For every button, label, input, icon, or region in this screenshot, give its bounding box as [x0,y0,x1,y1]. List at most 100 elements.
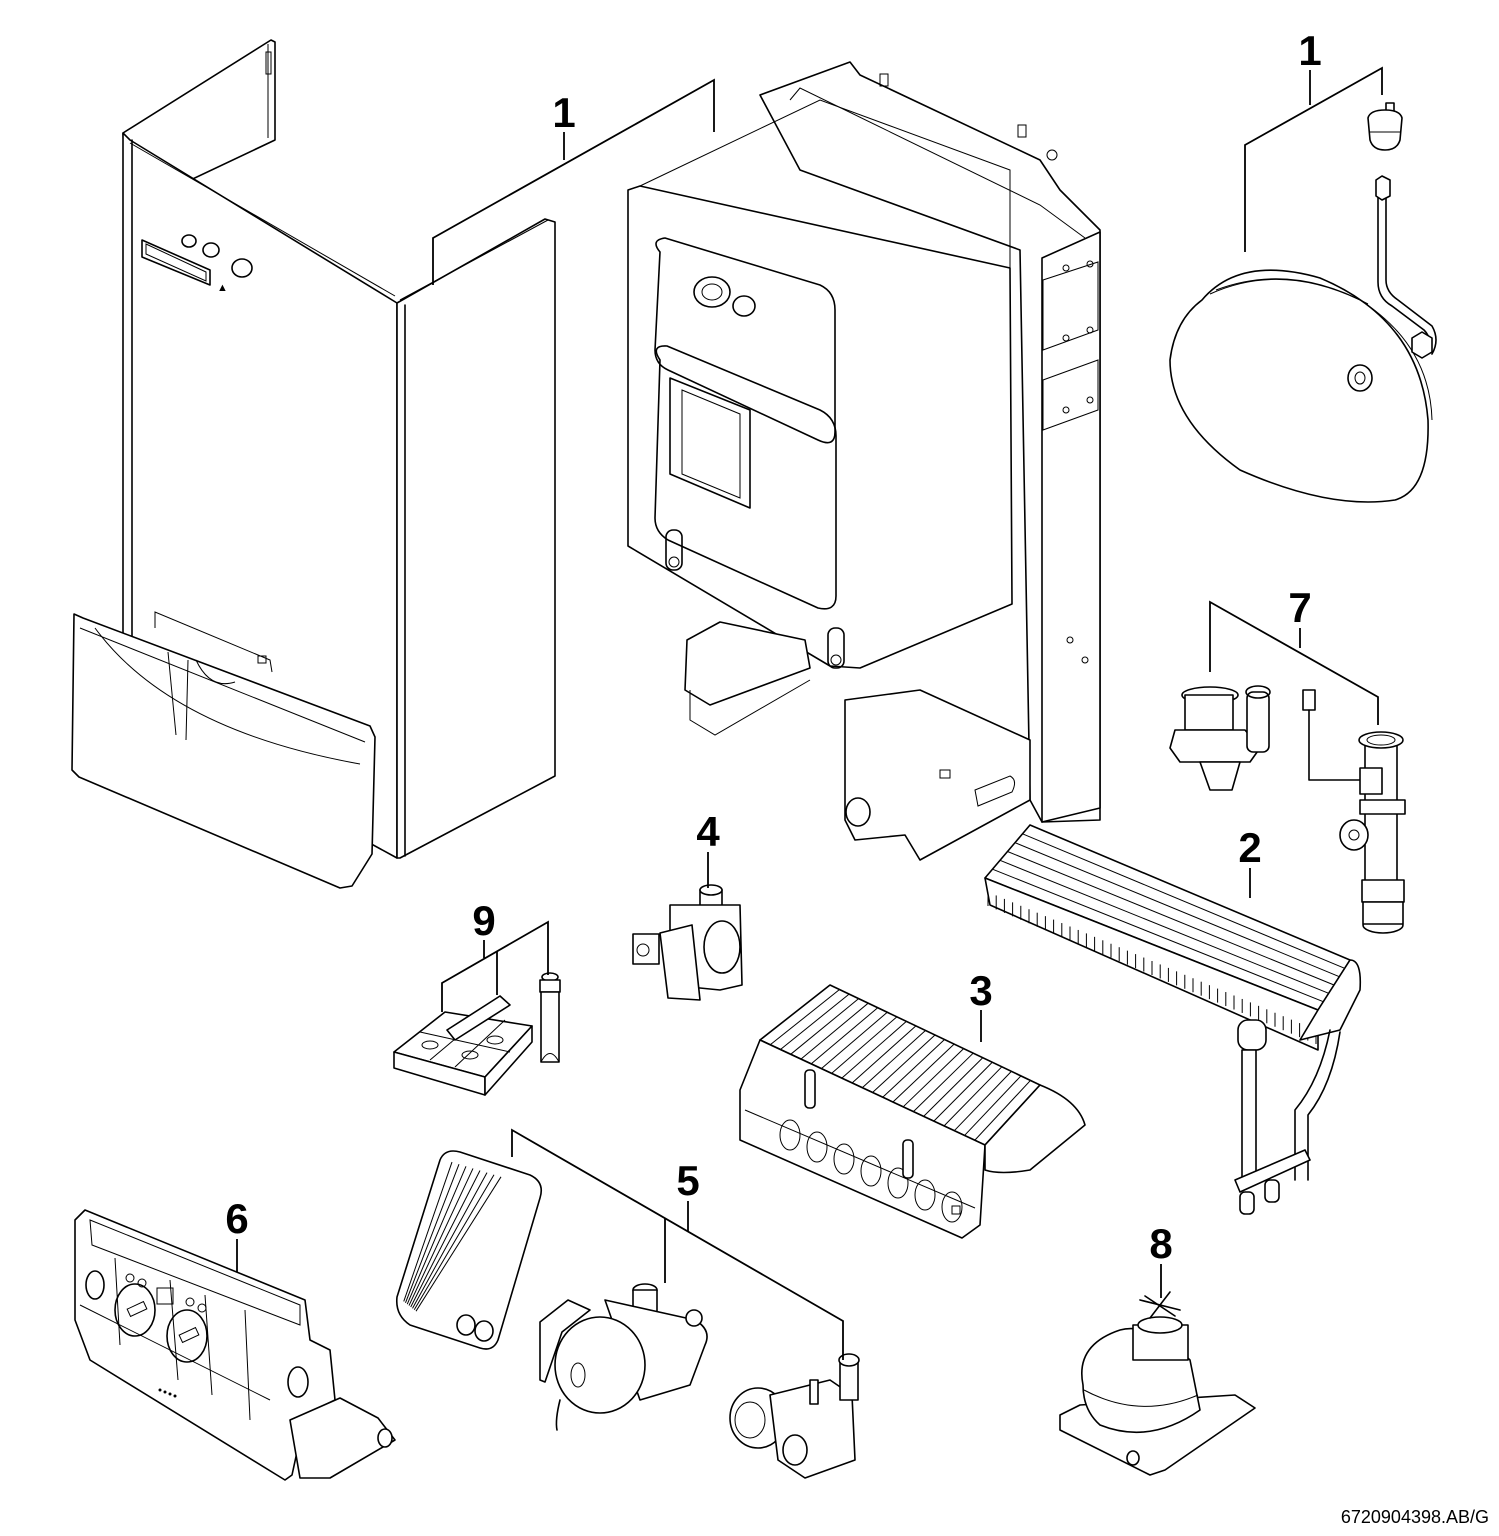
indicator-light [231,258,253,278]
burner-nozzle [887,1167,909,1199]
diverter-valve-assembly [1169,685,1406,934]
burner-nozzle [860,1155,882,1187]
plate-hx-plate [408,1168,474,1306]
expansion-vessel-assembly [1169,102,1437,503]
heat-exchanger-fin-row [1014,842,1340,978]
heat-exchanger-pipe [1294,1029,1331,1181]
hydraulic-block [729,1353,860,1479]
main-switch [85,1270,105,1300]
burner-ramp [964,1075,1022,1136]
heat-exchanger-fin-row [1007,851,1335,986]
heat-exchanger-fin-row [1022,833,1345,969]
plate-hx-plate [410,1170,481,1308]
boiler-chassis [627,61,1101,861]
fan [1059,1291,1256,1476]
callout-7: 7 [1288,584,1311,631]
callout-2: 2 [1238,824,1261,871]
diverter-valve [1169,729,1261,763]
sensor-connector [1302,689,1316,711]
leader-line-9 [441,920,549,1012]
chassis-upright [1041,231,1101,823]
burner-ramp [923,1057,984,1117]
mounting-bracket [844,689,1031,861]
callout-3: 3 [969,967,992,1014]
heat-exchanger-fin-row [999,859,1329,994]
callout-5: 5 [676,1157,699,1204]
heat-exchanger-fin-row [992,868,1324,1003]
callout-labels: 1 1 2 3 4 5 6 7 8 9 [225,27,1321,1267]
burner-ramp [841,1020,907,1079]
plate-heat-exchanger [395,1150,543,1350]
plate-hx-plate [413,1174,495,1311]
burner-ramp [790,998,859,1055]
indicator-light [181,234,197,248]
burner-ramp [913,1052,974,1112]
callout-8: 8 [1149,1220,1172,1267]
plate-hx-plate [406,1166,467,1305]
burner-ramp [953,1071,1012,1132]
burner-nozzle [914,1179,936,1211]
expansion-vessel [1169,269,1429,503]
control-display [156,1287,174,1305]
burner-ramp [933,1061,993,1122]
display-window [141,239,211,286]
casing-assembly: ▲ [71,39,556,889]
temperature-knob [114,1283,156,1337]
seal-kit [393,972,561,1096]
combustion-chamber [627,185,1013,669]
leader-line-7 [1209,600,1379,725]
plate-hx-plate [412,1172,488,1309]
primary-heat-exchanger [984,824,1362,1215]
burner-front [739,1039,986,1239]
leader-line-5 [511,1128,844,1360]
gas-valve [632,884,743,1001]
burner-nozzle [833,1143,855,1175]
callout-9: 9 [472,897,495,944]
casing-side-panel [396,218,556,859]
circulation-pump [539,1283,708,1431]
grease-tube [539,972,561,1063]
casing-front-flap [71,613,376,889]
burner-ramp [769,989,840,1046]
burner-nozzle [806,1131,828,1163]
burner-ramp [821,1011,888,1070]
burner-ramp [800,1002,869,1060]
pump-motor [554,1316,646,1414]
indicator-light [202,242,220,258]
hot-water-knob [166,1309,208,1363]
callout-1-casing: 1 [552,89,575,136]
burner-ramp [872,1034,936,1093]
burner-ramp [861,1030,926,1089]
air-vent [1367,102,1403,151]
burner-ramp [892,1043,955,1103]
flow-sensor [1364,739,1398,891]
plate-hx-plate [415,1176,502,1312]
heat-exchanger-pipe [1241,1049,1257,1181]
callout-4: 4 [696,808,720,855]
plate-hx-plate [405,1164,460,1303]
callout-6: 6 [225,1195,248,1242]
leader-line-1a [432,78,715,285]
figure-code: 6720904398.AB/G [1340,1507,1489,1527]
burner-ramp [882,1039,945,1098]
chimney-sweep-icon: ▲ [217,282,228,294]
leader-lines [236,66,1383,1360]
burner-ramp [902,1048,964,1108]
mounting-bracket [684,621,811,706]
burner-ramp [974,1080,1031,1141]
burner-nozzle [779,1119,801,1151]
burner-ramp [780,993,850,1050]
plate-hx-plate [403,1161,453,1302]
burner-ramp [831,1016,898,1074]
control-unit [74,1209,396,1481]
burner-nozzle [941,1191,963,1223]
fan-impeller [1139,1291,1181,1319]
lower-cover-panel [654,345,837,610]
burner-ramp [810,1007,879,1065]
leader-line-1b [1244,66,1383,252]
burner [739,984,1086,1239]
burner-ramp [943,1066,1003,1127]
callout-1-expansion-vessel: 1 [1298,27,1321,74]
sight-window [669,377,751,509]
